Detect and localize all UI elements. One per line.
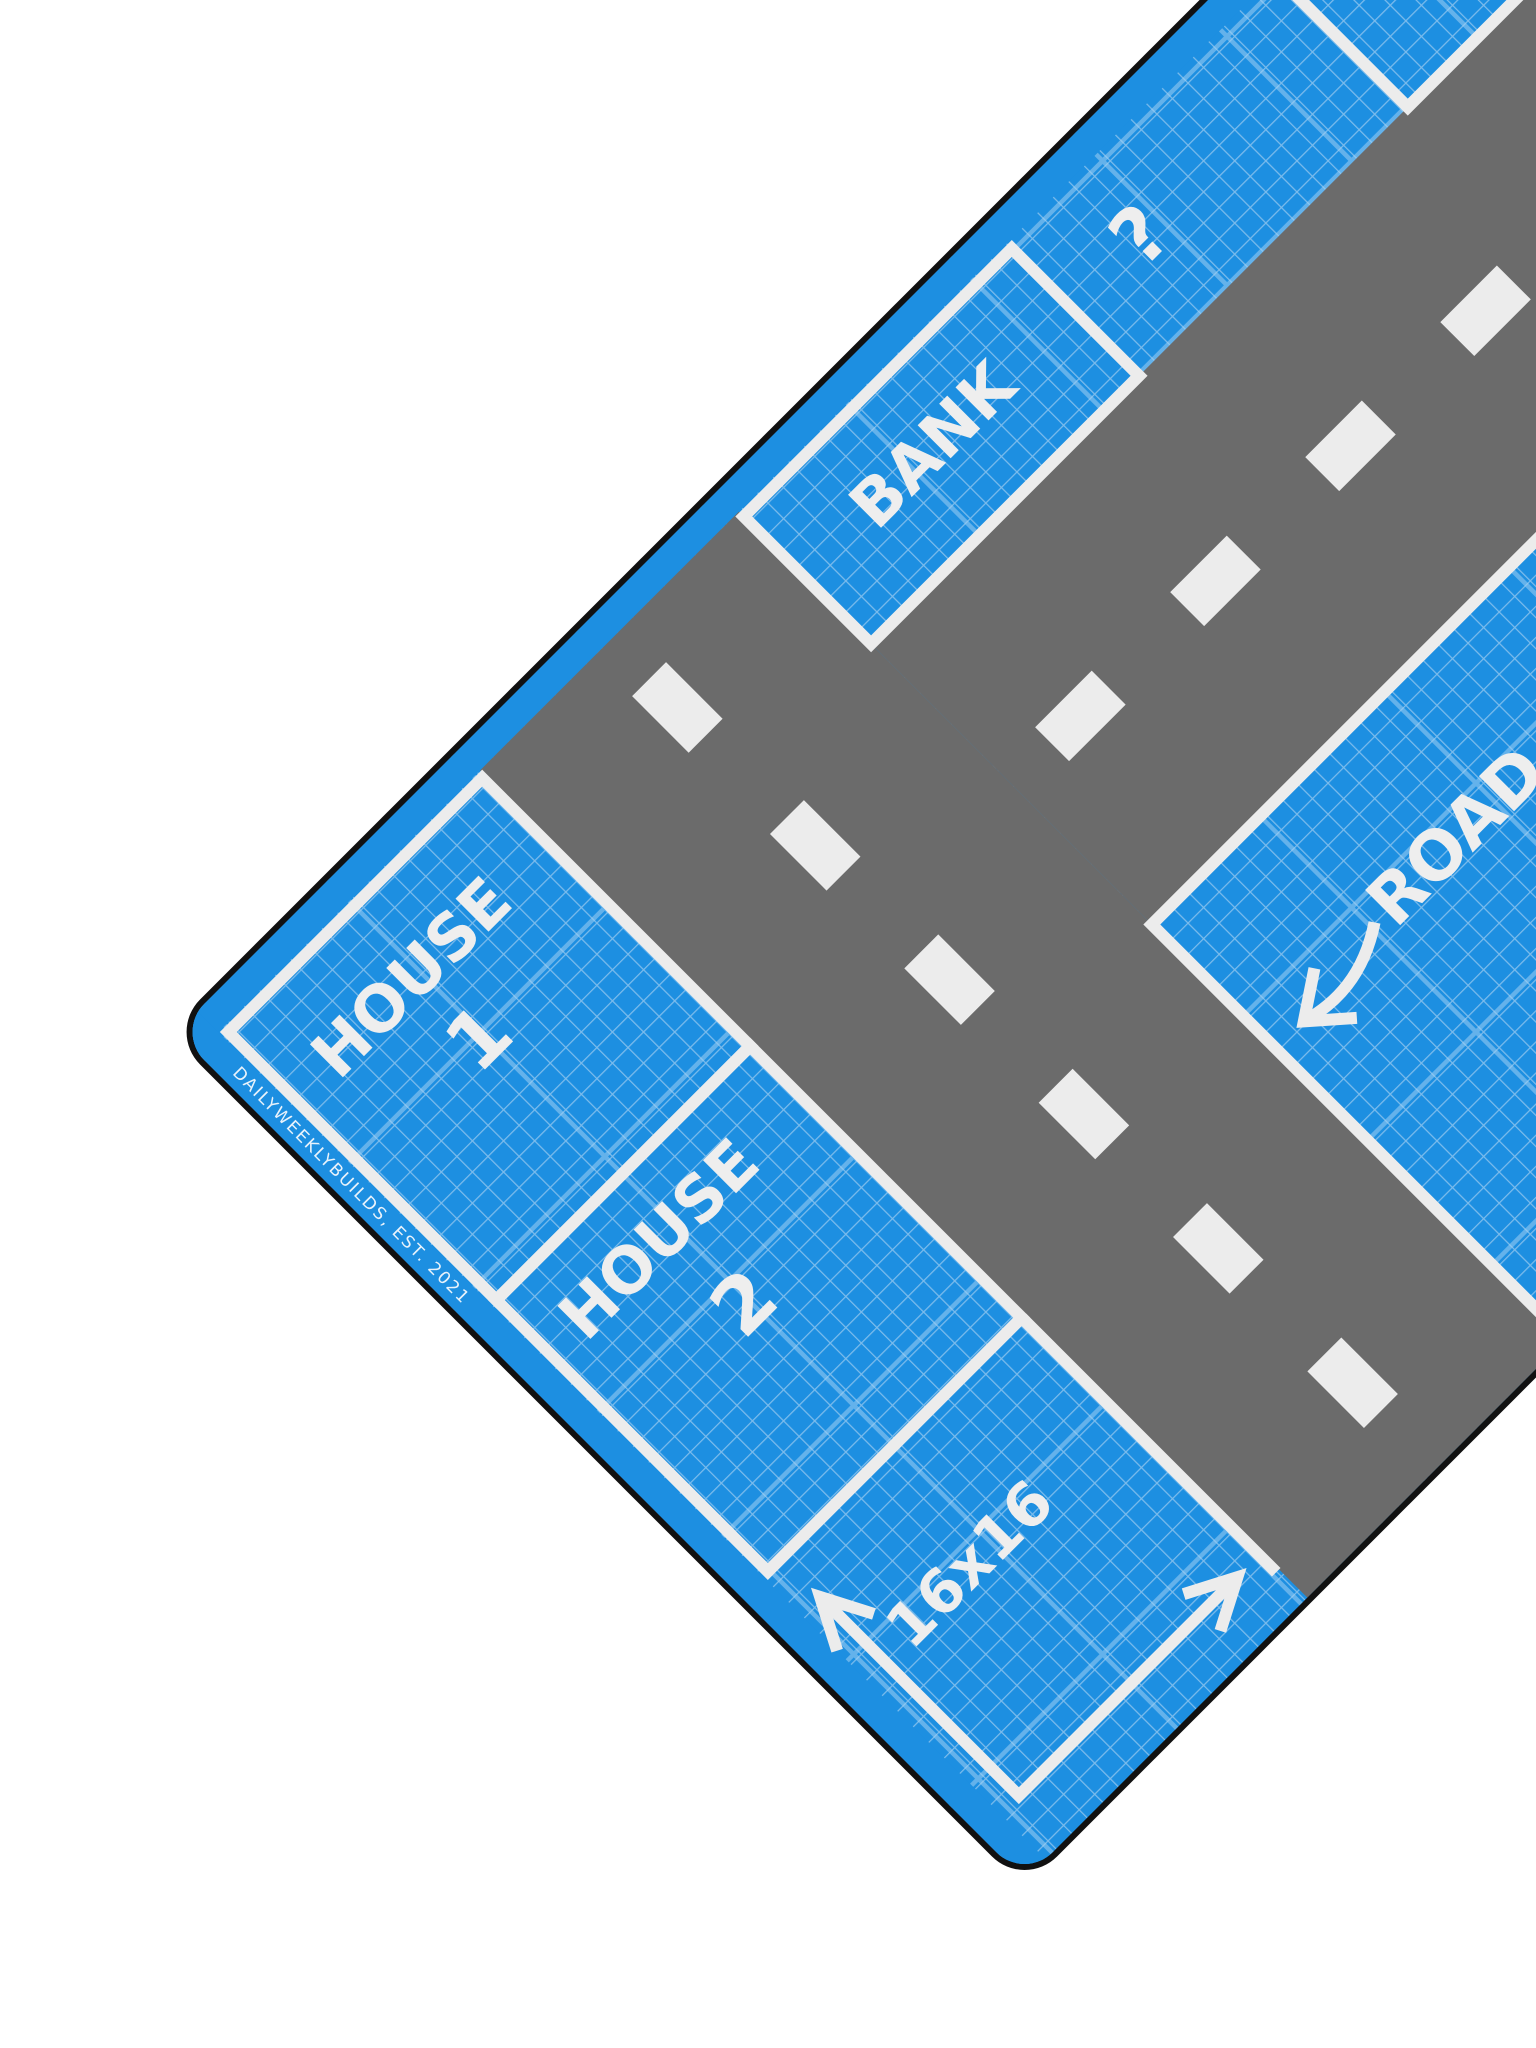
road-main (480, 511, 1536, 1598)
house-2-block (487, 1037, 1031, 1581)
lane-dash (1170, 535, 1261, 627)
lane-dash (1035, 670, 1126, 762)
lane-dash (904, 934, 995, 1025)
lane-dash (769, 800, 861, 891)
lane-dash (1307, 1337, 1398, 1428)
dimension-arrow (819, 1576, 1239, 1805)
block-outlines (219, 0, 1536, 1805)
lane-dash (1305, 400, 1396, 492)
lane-dash (1440, 265, 1531, 357)
lane-dash (632, 662, 723, 753)
bank-block (735, 240, 1148, 653)
arrowhead-up-icon (810, 1587, 876, 1653)
road-block (1143, 0, 1536, 1329)
lane-dash (1038, 1068, 1130, 1160)
road-markings (632, 265, 1531, 1428)
desk-mat: HOUSE 1 HOUSE 2 BANK ? 16x16 ROAD DAILYW… (176, 0, 1536, 1881)
lane-dash (1173, 1203, 1264, 1294)
next-block (1272, 0, 1536, 116)
size-block-edge (1017, 1313, 1281, 1577)
arrowhead-right-icon (1181, 1567, 1247, 1633)
road-arrowhead-icon (1296, 967, 1358, 1028)
